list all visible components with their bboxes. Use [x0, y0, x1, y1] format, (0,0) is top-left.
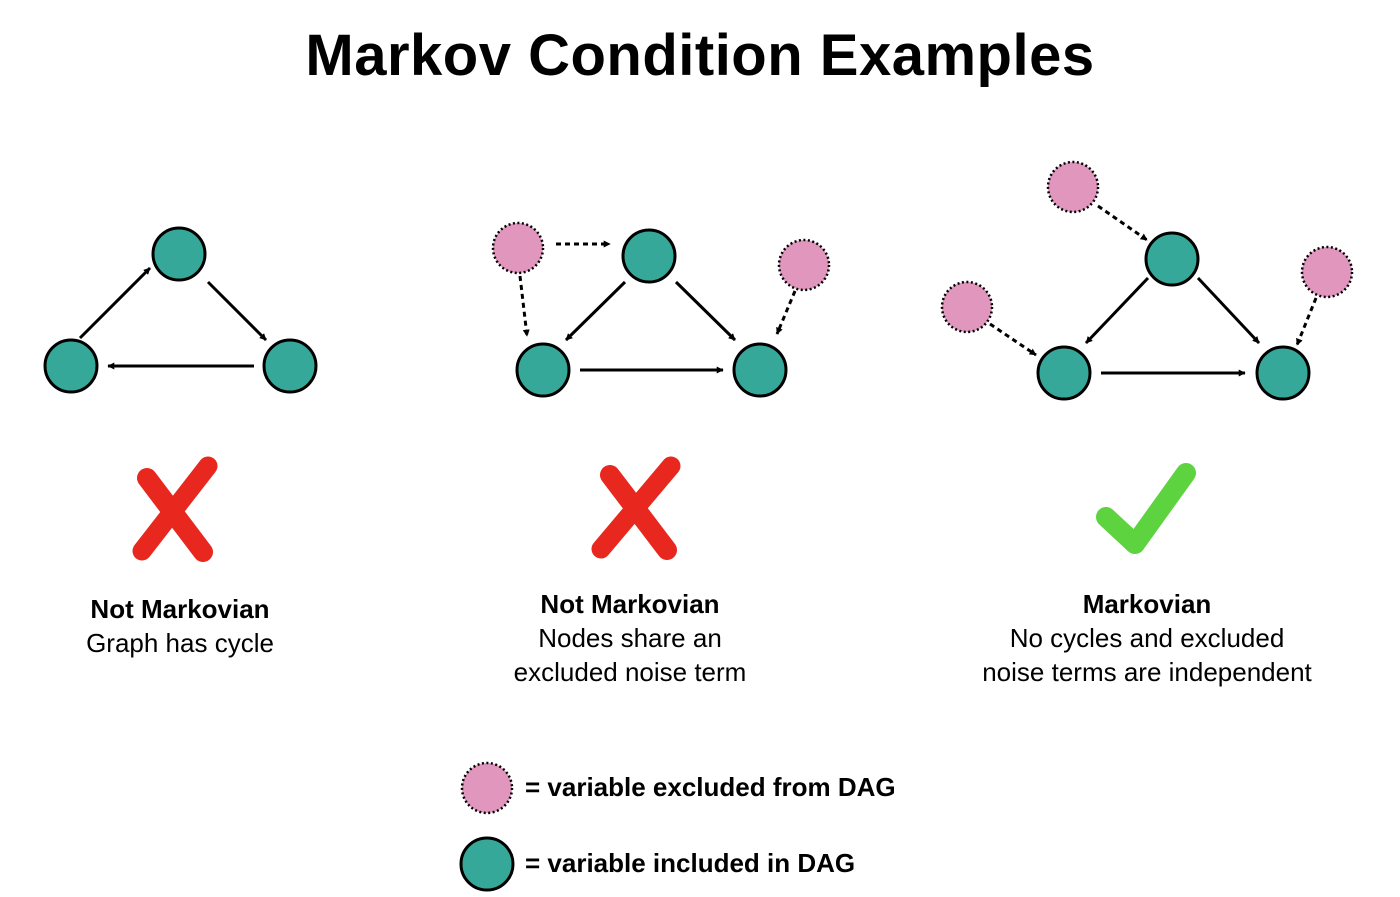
description-line: No cycles and excluded	[1009, 623, 1285, 653]
edge-noise-to-left	[989, 322, 1037, 357]
edge-top-to-right	[1196, 276, 1261, 345]
legend-excluded-swatch	[460, 761, 514, 815]
panel-cycle-graph	[43, 226, 318, 394]
page-title: Markov Condition Examples	[305, 23, 1095, 88]
edge-cycle-bl-top	[78, 266, 152, 340]
included-node	[732, 342, 788, 398]
caption-panel-cycle: Not Markovian Graph has cycle	[0, 592, 400, 660]
verdict-label: Not Markovian	[540, 589, 720, 619]
included-node	[1255, 345, 1311, 401]
excluded-node	[777, 238, 831, 292]
panel-shared-noise-graph	[491, 221, 831, 398]
excluded-node	[1300, 245, 1354, 299]
check-mark-icon	[1096, 463, 1196, 554]
caption-panel-markovian: Markovian No cycles and excluded noise t…	[927, 587, 1367, 689]
description-line: noise terms are independent	[982, 657, 1312, 687]
excluded-node	[1046, 160, 1100, 214]
included-node	[1144, 231, 1200, 287]
caption-panel-shared-noise: Not Markovian Nodes share an excluded no…	[410, 587, 850, 689]
panel-markovian-graph	[940, 160, 1354, 401]
legend-excluded-label: = variable excluded from DAG	[525, 772, 896, 802]
legend-included-label: = variable included in DAG	[525, 848, 856, 878]
excluded-node	[491, 221, 545, 275]
edge-top-to-left	[564, 280, 627, 342]
edge-noise-to-right	[1295, 297, 1318, 346]
description-line: excluded noise term	[513, 657, 747, 687]
edge-top-to-right	[674, 280, 737, 342]
included-node	[43, 338, 99, 394]
edge-noise-to-left	[518, 275, 530, 337]
included-node	[1036, 345, 1092, 401]
verdict-label: Markovian	[1082, 589, 1212, 619]
edge-top-to-left	[1084, 276, 1150, 345]
legend-included-swatch	[459, 836, 515, 892]
included-node	[151, 226, 207, 282]
edge-noise-to-right	[775, 290, 797, 335]
description-line: Nodes share an	[538, 623, 722, 653]
included-node	[515, 342, 571, 398]
edge-noise-to-top	[1097, 204, 1148, 242]
included-node	[621, 228, 677, 284]
edge-cycle-top-br	[206, 280, 268, 342]
description-line: Graph has cycle	[86, 628, 274, 658]
verdict-label: Not Markovian	[90, 594, 270, 624]
excluded-node	[940, 280, 994, 334]
cross-mark-icon	[591, 456, 681, 560]
cross-mark-icon	[132, 456, 218, 562]
included-node	[262, 338, 318, 394]
